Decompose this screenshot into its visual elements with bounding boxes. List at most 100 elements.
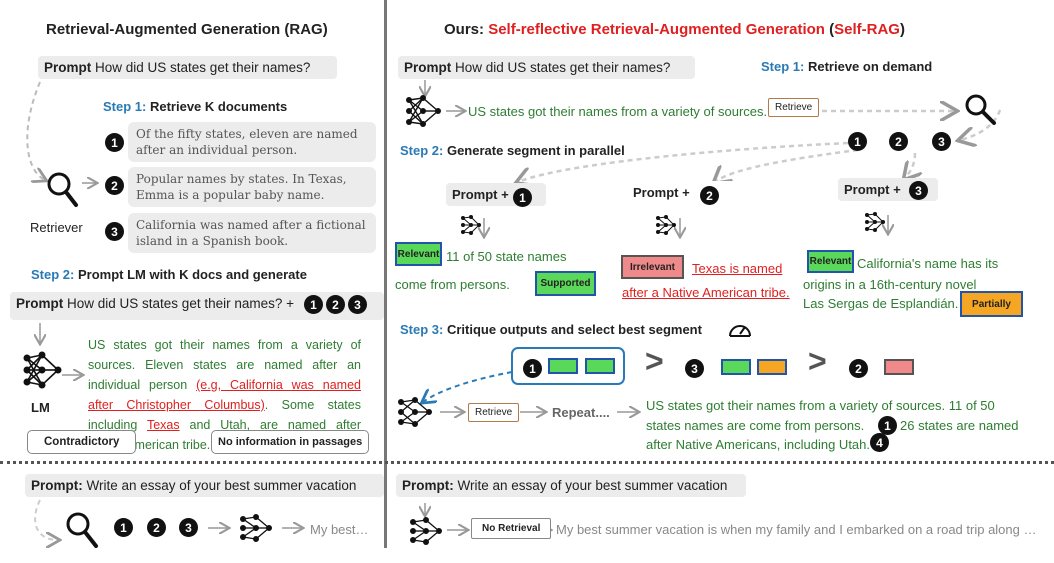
segment-1-line-b: come from persons. xyxy=(395,277,510,292)
bottom-left-output: My best… xyxy=(310,522,369,537)
output-error-2: Texas xyxy=(146,418,180,432)
output-error-1: (e.g, California was named after Christo… xyxy=(88,378,361,412)
segment-3-line-b: origins in a 16th-century novel xyxy=(803,277,977,292)
number-badge-1: 1 xyxy=(114,518,133,537)
prompt-label: Prompt: xyxy=(402,478,454,493)
segment-3-line-c: Las Sergas de Esplandián. xyxy=(803,296,959,311)
prompt-label: Prompt: xyxy=(31,478,83,493)
number-badge-1: 1 xyxy=(513,188,532,207)
segment-2-line-b: after a Native American tribe. xyxy=(622,285,790,300)
prompt-label: Prompt xyxy=(404,60,452,75)
relevant-badge: Relevant xyxy=(395,242,442,266)
number-badge-2: 2 xyxy=(700,186,719,205)
selfrag-step3: Step 3: Critique outputs and select best… xyxy=(400,322,702,337)
number-badge-3: 3 xyxy=(348,295,367,314)
number-badge-2: 2 xyxy=(147,518,166,537)
lm-network-icon xyxy=(461,215,481,235)
number-badge-1: 1 xyxy=(304,295,323,314)
doc-number-3: 3 xyxy=(105,222,124,241)
retrieved-doc-3: California was named after a fictional i… xyxy=(128,213,376,253)
prompt-plus-label: Prompt + xyxy=(844,182,901,197)
prompt-text: Write an essay of your best summer vacat… xyxy=(86,478,357,493)
bottom-right-prompt: Prompt: Write an essay of your best summ… xyxy=(396,474,746,497)
repeat-label: Repeat.... xyxy=(552,405,610,420)
gauge-icon xyxy=(729,325,751,337)
lm-network-icon xyxy=(406,95,441,127)
doc-number-2: 2 xyxy=(105,176,124,195)
prompt-plus-label: Prompt + xyxy=(452,187,509,202)
no-retrieval-tag: No Retrieval xyxy=(471,518,552,539)
step-text: Retrieve on demand xyxy=(807,59,933,74)
irrelevant-badge: Irrelevant xyxy=(621,255,684,279)
step-text: Generate segment in parallel xyxy=(446,143,625,158)
horizontal-divider xyxy=(0,461,1054,464)
output-part-1: US states got their names from a variety… xyxy=(88,338,361,392)
rag-step1: Step 1: Retrieve K documents xyxy=(103,99,287,114)
final-output-line-b: states names are come from persons. xyxy=(646,418,864,433)
segment-3-line-a: California's name has its xyxy=(857,256,999,271)
prompt-plus-label: Prompt + xyxy=(633,185,690,200)
no-info-tag: No information in passages xyxy=(211,430,370,454)
prompt-text: Write an essay of your best summer vacat… xyxy=(457,478,728,493)
relevant-indicator xyxy=(721,359,751,375)
supported-badge: Supported xyxy=(535,271,596,296)
final-output-b2: 26 states are named xyxy=(900,418,1019,433)
greater-than: > xyxy=(645,343,664,379)
title-ours: Ours: xyxy=(444,21,485,38)
bottom-right-output: My best summer vacation is when my famil… xyxy=(556,522,1037,537)
relevant-badge: Relevant xyxy=(807,250,854,273)
partially-indicator xyxy=(757,359,787,375)
supported-indicator xyxy=(585,358,615,374)
number-badge-2: 2 xyxy=(889,132,908,151)
step-text: Critique outputs and select best segment xyxy=(446,322,702,337)
partially-badge: Partially xyxy=(960,291,1023,317)
step-number: Step 2: xyxy=(400,143,444,158)
step-number: Step 3: xyxy=(400,322,444,337)
irrelevant-indicator xyxy=(884,359,914,375)
prompt-label: Prompt xyxy=(16,296,64,311)
retrieve-tag: Retrieve xyxy=(468,403,520,422)
final-output-b1: states names are come from persons. xyxy=(646,418,865,433)
first-segment-text: US states got their names from a variety… xyxy=(468,104,768,119)
number-badge-2: 2 xyxy=(849,359,868,378)
title-abbr: Self-RAG xyxy=(834,21,900,38)
step-text: Retrieve K documents xyxy=(149,99,288,114)
segment-2-line-a: Texas is named xyxy=(692,261,783,276)
final-output-line-a: US states got their names from a variety… xyxy=(646,398,995,413)
retrieved-doc-2: Popular names by states. In Texas, Emma … xyxy=(128,167,376,207)
retriever-label: Retriever xyxy=(30,220,83,235)
number-badge-1: 1 xyxy=(848,132,867,151)
retriever-search-icon xyxy=(66,512,98,548)
prompt-text: How did US states get their names? + xyxy=(67,296,295,311)
lm-network-icon xyxy=(240,514,272,542)
rag-title: Retrieval-Augmented Generation (RAG) xyxy=(46,21,328,38)
prompt-text: How did US states get their names? xyxy=(455,60,671,75)
number-badge-4: 4 xyxy=(870,433,889,452)
vertical-divider xyxy=(384,0,387,548)
retriever-search-icon xyxy=(47,172,78,207)
segment-1-line-a: 11 of 50 state names xyxy=(446,249,567,264)
prompt-plus-2: Prompt + xyxy=(627,181,735,204)
rag-prompt-box: Prompt How did US states get their names… xyxy=(38,56,337,79)
number-badge-2: 2 xyxy=(326,295,345,314)
lm-network-icon xyxy=(410,517,442,545)
number-badge-1: 1 xyxy=(523,359,542,378)
bottom-left-prompt: Prompt: Write an essay of your best summ… xyxy=(25,474,384,497)
prompt-text: How did US states get their names? xyxy=(95,60,311,75)
retrieved-doc-1: Of the fifty states, eleven are named af… xyxy=(128,122,376,162)
retriever-search-icon xyxy=(965,94,996,125)
best-segment-frame xyxy=(511,347,625,385)
contradictory-tag: Contradictory xyxy=(27,430,137,454)
number-badge-1: 1 xyxy=(878,416,897,435)
selfrag-step2: Step 2: Generate segment in parallel xyxy=(400,143,625,158)
doc-number-1: 1 xyxy=(105,133,124,152)
relevant-indicator xyxy=(548,358,578,374)
step-text: Prompt LM with K docs and generate xyxy=(77,267,307,282)
lm-network-icon xyxy=(398,397,432,427)
selfrag-prompt-box: Prompt How did US states get their names… xyxy=(398,56,695,79)
final-output-line-c: after Native Americans, including Utah. xyxy=(646,437,870,452)
lm-label: LM xyxy=(31,400,50,415)
greater-than: > xyxy=(808,343,827,379)
step-number: Step 2: xyxy=(31,267,75,282)
